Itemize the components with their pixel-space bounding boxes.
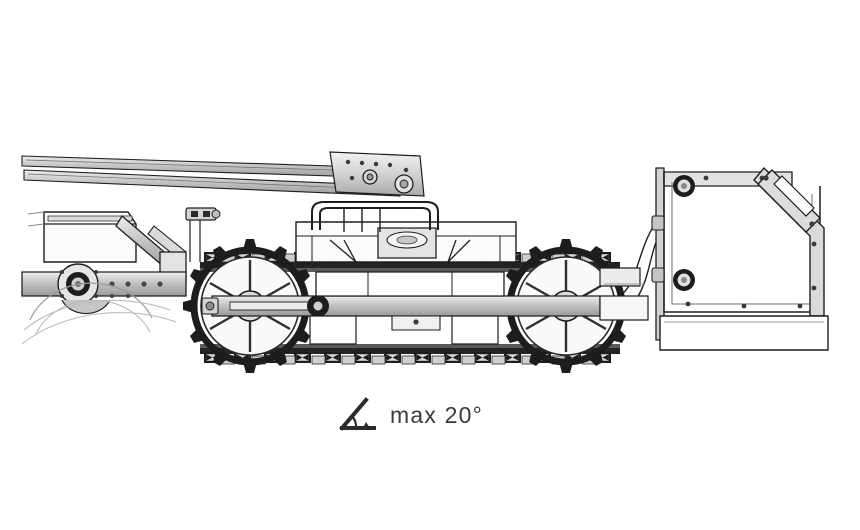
chassis-frame bbox=[295, 221, 517, 297]
max-incline-label: max 20° bbox=[390, 401, 484, 428]
upper-track-run bbox=[200, 252, 620, 272]
track-frame-bar bbox=[201, 295, 601, 317]
front-axle-bar bbox=[21, 263, 187, 335]
rear-grab-handle bbox=[757, 169, 821, 233]
boom-head-plate bbox=[329, 151, 425, 197]
rear-bracketry bbox=[599, 267, 649, 321]
hydraulic-cylinder bbox=[185, 207, 221, 262]
roll-bar bbox=[311, 201, 439, 232]
lower-track-run bbox=[200, 344, 620, 365]
incline-angle-icon bbox=[339, 397, 376, 431]
ground-reference-arcs bbox=[21, 299, 177, 345]
front-blade-assembly bbox=[27, 211, 137, 263]
under-body-panels bbox=[309, 315, 499, 345]
max-incline-caption: max 20° bbox=[336, 396, 483, 434]
